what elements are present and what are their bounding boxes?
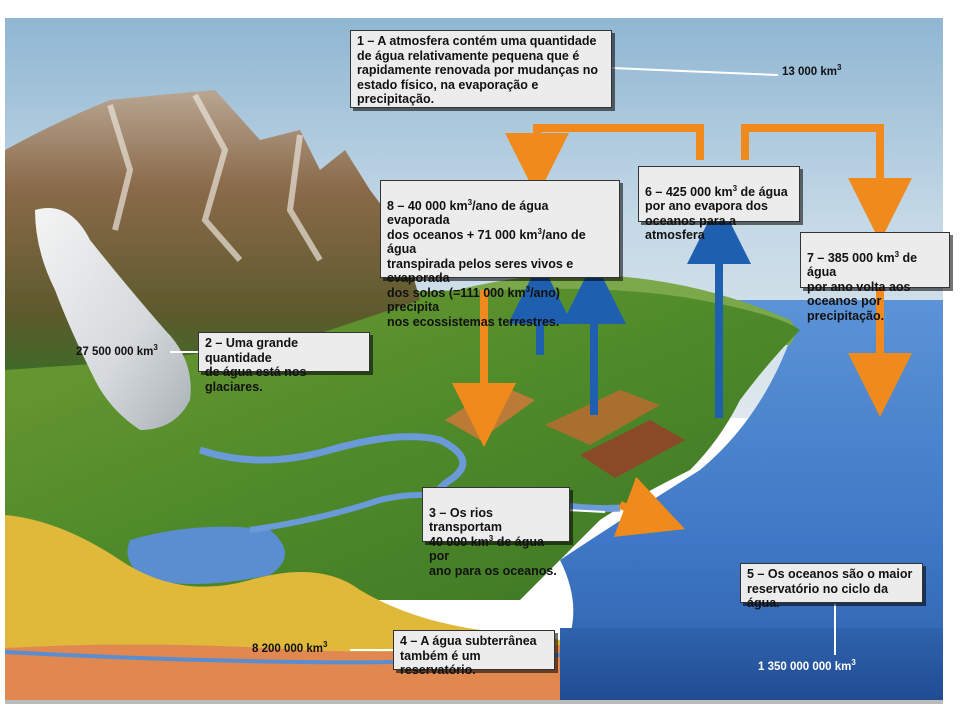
volume-groundwater: 8 200 000 km3: [252, 640, 328, 655]
callout-land-d: /ano) precipita nos ecossistemas terrest…: [387, 285, 560, 329]
unit-sup: 3: [537, 226, 542, 236]
field-3: [580, 420, 685, 478]
glacier: [35, 208, 191, 430]
arrow-atmosphere-to-land: [505, 124, 704, 197]
pointer-3: [566, 509, 606, 513]
callout-land-precipitation: 8 – 40 000 km3/ano de água evaporada dos…: [380, 180, 620, 329]
mountain-ridge: [107, 93, 323, 262]
volume-oceans: 1 350 000 000 km3: [758, 658, 856, 673]
unit-sup: 3: [467, 197, 473, 207]
unit-sup: 3: [525, 284, 531, 294]
callout-groundwater: 4 – A água subterrânea também é um reser…: [393, 630, 555, 677]
callout-rivers-text-a: 3 – Os rios transportam 40 000 km: [429, 505, 502, 549]
callout-rivers: 3 – Os rios transportam 40 000 km3 de ág…: [422, 487, 570, 578]
volume-atmosphere: 13 000 km3: [782, 63, 842, 78]
volume-glaciers: 27 500 000 km3: [76, 343, 158, 358]
callout-ocean-precipitation-a: 7 – 385 000 km: [807, 250, 895, 265]
callout-ocean-evaporation-b: de água por ano evapora dos oceanos para…: [645, 184, 788, 243]
callout-ocean-evaporation-a: 6 – 425 000 km: [645, 184, 733, 199]
callout-land-a: 8 – 40 000 km: [387, 198, 468, 213]
field-2: [545, 390, 660, 445]
callout-rivers-text-b: de água por ano para os oceanos.: [429, 534, 557, 578]
pointer-1: [611, 67, 779, 76]
unit-sup: 3: [488, 533, 494, 543]
deep-ocean: [560, 628, 943, 700]
callout-ocean-evaporation: 6 – 425 000 km3 de água por ano evapora …: [638, 166, 800, 242]
callout-atmosphere: 1 – A atmosfera contém uma quantidade de…: [350, 30, 612, 108]
arrow-atmosphere-to-ocean: [741, 124, 912, 242]
callout-glaciers: 2 – Uma grande quantidade de água está n…: [198, 332, 370, 394]
callout-ocean-precipitation: 7 – 385 000 km3 de água por ano volta ao…: [800, 232, 950, 323]
callout-ocean-precipitation-b: de água por ano volta aos oceanos por pr…: [807, 250, 918, 323]
callout-oceans: 5 – Os oceanos são o maior reservatório …: [740, 563, 923, 610]
unit-sup: 3: [894, 249, 900, 259]
callout-land-b: /ano de água evaporada dos oceanos + 71 …: [387, 198, 549, 242]
arrow-river-runoff: [613, 476, 685, 537]
unit-sup: 3: [732, 183, 738, 193]
bottom-border: [5, 700, 943, 704]
callout-land-c: /ano de água transpirada pelos seres viv…: [387, 227, 586, 300]
lake: [127, 526, 285, 584]
